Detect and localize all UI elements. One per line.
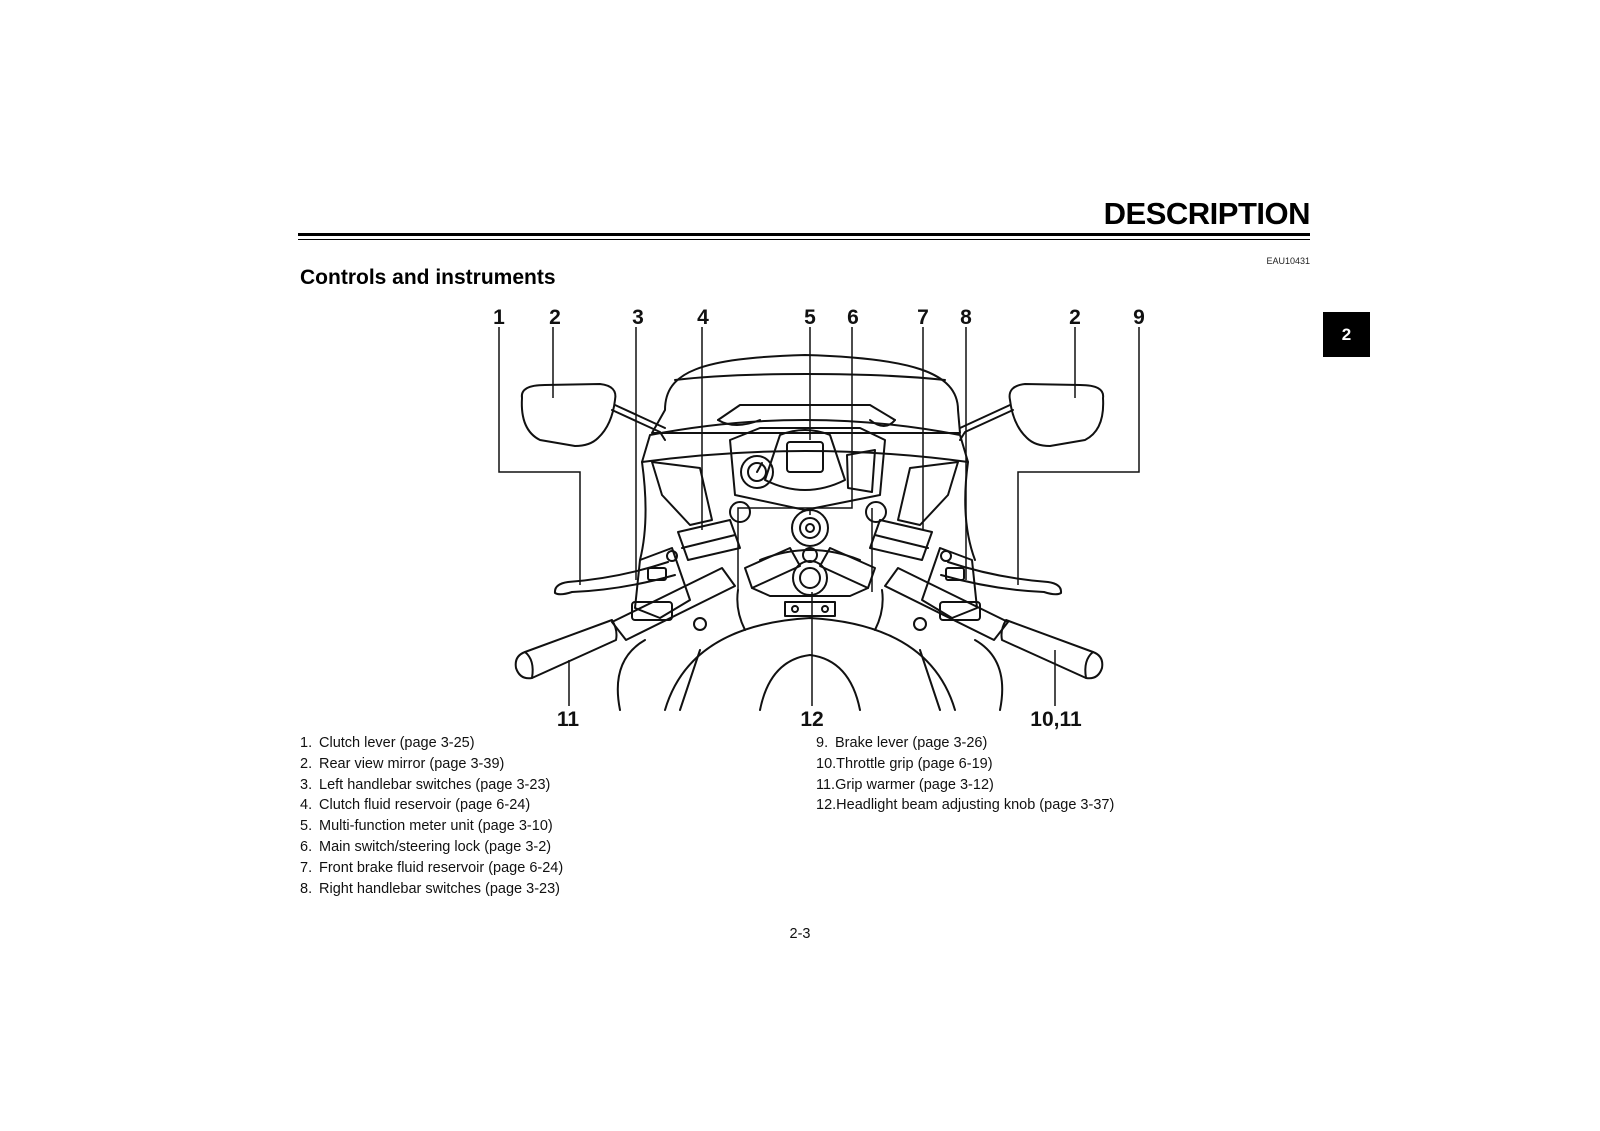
callout-numbers: 1 2 3 4 5 6 7 8 2 9 11 12 10,11 xyxy=(493,306,1145,731)
callout-8: 8 xyxy=(960,306,972,329)
legend-item: 3.Left handlebar switches (page 3-23) xyxy=(300,776,551,793)
document-code: EAU10431 xyxy=(1266,256,1310,266)
legend-item: 9.Brake lever (page 3-26) xyxy=(816,735,988,751)
callout-10-11: 10,11 xyxy=(1030,708,1082,731)
legend-item: 4.Clutch fluid reservoir (page 6-24) xyxy=(300,797,531,814)
legend-item: 7.Front brake fluid reservoir (page 6-24… xyxy=(300,859,564,876)
callout-11: 11 xyxy=(557,708,580,731)
legend-item: 11.Grip warmer (page 3-12) xyxy=(816,776,994,793)
callout-4: 4 xyxy=(697,306,709,329)
legend-item: 6.Main switch/steering lock (page 3-2) xyxy=(300,838,552,855)
page-subheading: Controls and instruments xyxy=(300,266,556,289)
chapter-tab: 2 xyxy=(1323,312,1370,357)
legend-item: 10.Throttle grip (page 6-19) xyxy=(816,755,993,772)
legend-item: 2.Rear view mirror (page 3-39) xyxy=(300,755,505,772)
callout-2-right: 2 xyxy=(1069,306,1081,329)
leader-lines xyxy=(498,327,1140,706)
callout-12: 12 xyxy=(800,708,823,731)
callout-1: 1 xyxy=(493,306,505,329)
legend-left-column: 1.Clutch lever (page 3-25) 2.Rear view m… xyxy=(300,733,563,899)
legend-item: 8.Right handlebar switches (page 3-23) xyxy=(300,880,560,897)
callout-9: 9 xyxy=(1133,306,1145,329)
legend-item: 1.Clutch lever (page 3-25) xyxy=(300,735,475,751)
callout-5: 5 xyxy=(804,306,816,329)
legend-right-column: 9.Brake lever (page 3-26) 10.Throttle gr… xyxy=(816,733,1114,816)
callout-6: 6 xyxy=(847,306,859,329)
header-rule-thin xyxy=(298,239,1310,240)
callout-7: 7 xyxy=(917,306,929,329)
section-title: DESCRIPTION xyxy=(1103,196,1311,231)
page-number: 2-3 xyxy=(789,926,811,942)
legend-item: 5.Multi-function meter unit (page 3-10) xyxy=(300,818,553,835)
legend-item: 12.Headlight beam adjusting knob (page 3… xyxy=(816,797,1115,814)
motorcycle-drawing xyxy=(514,354,1105,711)
header-rule-thick xyxy=(298,233,1310,236)
callout-3: 3 xyxy=(632,306,644,329)
callout-2-left: 2 xyxy=(549,306,561,329)
